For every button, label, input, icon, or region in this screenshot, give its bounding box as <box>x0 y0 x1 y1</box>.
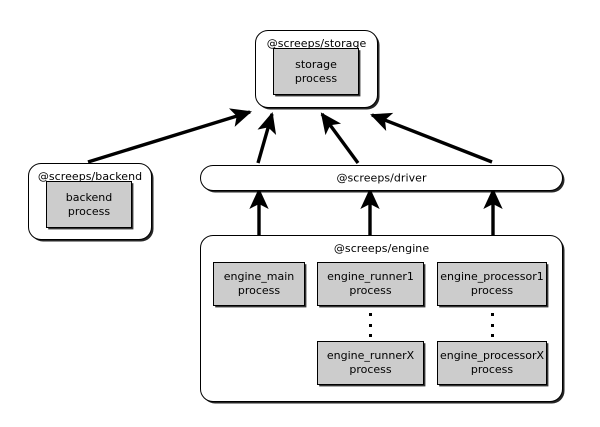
process-engine-processor1[interactable]: engine_processor1 process <box>437 262 547 306</box>
process-storage[interactable]: storage process <box>273 48 359 95</box>
process-engine-runner1[interactable]: engine_runner1 process <box>317 262 424 306</box>
package-engine-label: @screeps/engine <box>333 242 430 255</box>
edge-driver-to-storage-right <box>370 112 493 164</box>
process-engine-runnerx[interactable]: engine_runnerX process <box>317 341 424 385</box>
process-engine-runnerx-line1: engine_runnerX <box>326 349 415 362</box>
process-backend[interactable]: backend process <box>46 181 132 228</box>
process-backend-line1: backend <box>65 190 113 204</box>
processor-ellipsis-icon <box>485 312 499 338</box>
runner-ellipsis-icon <box>363 312 377 338</box>
process-engine-processorx-line2: process <box>470 363 514 376</box>
process-engine-runner1-line2: process <box>349 284 392 297</box>
process-storage-line1: storage <box>295 57 337 71</box>
process-engine-processorx[interactable]: engine_processorX process <box>437 341 547 385</box>
process-engine-processor1-line2: process <box>470 284 514 297</box>
process-storage-line2: process <box>294 71 338 85</box>
edge-backend-to-storage <box>87 108 252 164</box>
process-engine-runnerx-line2: process <box>349 363 392 376</box>
process-backend-line2: process <box>67 204 111 218</box>
package-driver-label: @screeps/driver <box>336 171 427 185</box>
process-engine-processor1-line1: engine_processor1 <box>440 270 544 283</box>
package-storage-label: @screeps/storage <box>266 37 367 50</box>
process-engine-main-line1: engine_main <box>223 270 295 283</box>
edge-driver-to-storage-middle <box>320 112 360 165</box>
edge-driver-to-storage-left <box>256 112 277 164</box>
process-engine-main-line2: process <box>237 284 281 297</box>
process-engine-main[interactable]: engine_main process <box>213 262 305 306</box>
package-backend-label: @screeps/backend <box>37 170 143 183</box>
process-engine-processorx-line1: engine_processorX <box>439 349 545 362</box>
package-driver[interactable]: @screeps/driver <box>200 165 563 191</box>
process-engine-runner1-line1: engine_runner1 <box>327 270 414 283</box>
